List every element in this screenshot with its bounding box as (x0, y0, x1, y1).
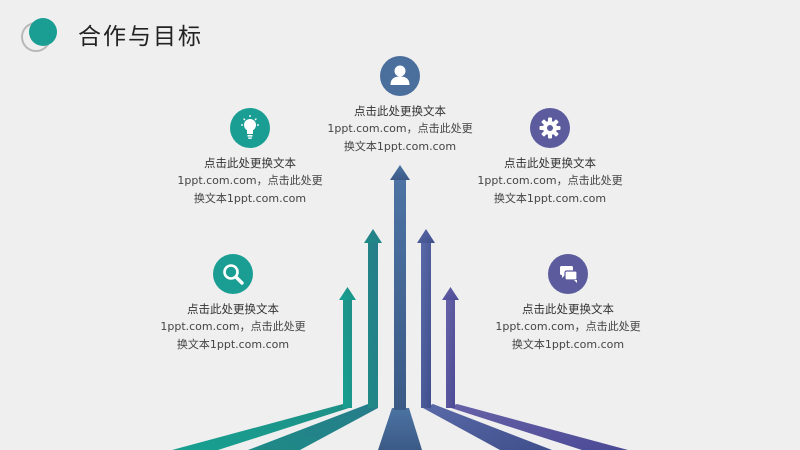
node-text: 1ppt.com.com，点击此处更 (327, 122, 473, 135)
lightbulb-icon (230, 108, 270, 148)
search-icon (213, 254, 253, 294)
node-text: 换文本1ppt.com.com (343, 140, 457, 153)
node-text: 换文本1ppt.com.com (193, 192, 307, 205)
arrow-right-outer (442, 287, 628, 450)
arrow-center (378, 165, 422, 450)
node-heading: 点击此处更换文本 (204, 156, 296, 170)
chat-icon (548, 254, 588, 294)
node-heading: 点击此处更换文本 (354, 104, 446, 118)
arrow-left-inner (248, 229, 382, 450)
gear-icon (530, 108, 570, 148)
node-heading: 点击此处更换文本 (187, 302, 279, 316)
node-top: 点击此处更换文本 1ppt.com.com，点击此处更 换文本1ppt.com.… (310, 56, 490, 156)
node-text: 1ppt.com.com，点击此处更 (477, 174, 623, 187)
node-right-mid: 点击此处更换文本 1ppt.com.com，点击此处更 换文本1ppt.com.… (460, 108, 640, 208)
node-text: 换文本1ppt.com.com (511, 338, 625, 351)
logo-mark (21, 18, 57, 52)
node-right-low: 点击此处更换文本 1ppt.com.com，点击此处更 换文本1ppt.com.… (478, 254, 658, 354)
node-text: 1ppt.com.com，点击此处更 (177, 174, 323, 187)
node-text: 换文本1ppt.com.com (176, 338, 290, 351)
node-text: 1ppt.com.com，点击此处更 (160, 320, 306, 333)
node-left-low: 点击此处更换文本 1ppt.com.com，点击此处更 换文本1ppt.com.… (143, 254, 323, 354)
node-heading: 点击此处更换文本 (522, 302, 614, 316)
page-title: 合作与目标 (78, 24, 203, 50)
node-text: 1ppt.com.com，点击此处更 (495, 320, 641, 333)
node-heading: 点击此处更换文本 (504, 156, 596, 170)
node-text: 换文本1ppt.com.com (493, 192, 607, 205)
node-left-mid: 点击此处更换文本 1ppt.com.com，点击此处更 换文本1ppt.com.… (160, 108, 340, 208)
arrow-right-inner (417, 229, 552, 450)
user-icon (380, 56, 420, 96)
arrow-left-outer (172, 287, 356, 450)
